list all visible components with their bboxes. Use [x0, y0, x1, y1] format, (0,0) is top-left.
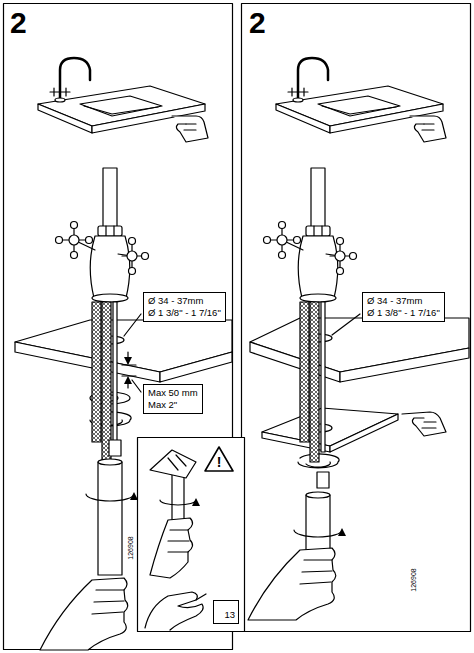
dimension-text: Ø 1 3/8" - 1 7/16": [148, 307, 221, 319]
countertop: [15, 342, 160, 382]
nut-and-wrench: [109, 440, 121, 456]
nut-and-wrench: [86, 494, 134, 501]
dimension-lines: [127, 352, 128, 363]
warning-inset: [138, 438, 245, 632]
dimension-lines: [124, 314, 141, 336]
warning-inset: [145, 592, 203, 630]
countertop: [340, 348, 469, 382]
nut-and-wrench: [98, 462, 122, 575]
dimension-text: !: [217, 455, 222, 470]
warning-inset: [196, 594, 206, 600]
article-number: 126908: [410, 568, 418, 591]
countertop: [250, 342, 340, 382]
warning-inset: [150, 450, 196, 478]
countertop: [250, 318, 469, 382]
warning-inset: [168, 530, 189, 552]
dimension-box: Ø 34 - 37mmØ 1 3/8" - 1 7/16": [143, 292, 226, 322]
hand: [248, 548, 336, 620]
faucet: [56, 168, 149, 462]
dimension-lines: [132, 380, 141, 392]
mounting-plate: [262, 408, 398, 452]
pointing-hand: [402, 412, 446, 436]
mounting-plate: [330, 414, 398, 452]
mounting-plate: [262, 432, 330, 452]
dimension-box: Max 50 mmMax 2": [143, 384, 203, 414]
faucet: [264, 168, 357, 462]
warning-inset: [138, 438, 245, 632]
dimension-text: Ø 1 3/8" - 1 7/16": [367, 307, 440, 319]
warning-inset: [168, 455, 186, 470]
dimension-text: Ø 34 - 37mm: [367, 295, 422, 307]
warning-inset: [150, 518, 193, 578]
nut-and-wrench: [294, 530, 342, 537]
hand: [40, 578, 128, 650]
dimension-text: Max 2": [148, 399, 177, 411]
pointing-hand: [422, 422, 436, 428]
dimension-lines: [332, 314, 360, 335]
countertop: [160, 352, 232, 382]
dimension-lines: [122, 365, 136, 376]
dimension-lines: [122, 314, 141, 392]
warning-triangle: !: [204, 446, 234, 472]
step-number: 2: [10, 6, 27, 39]
dimension-lines: [127, 378, 128, 388]
dimension-text: Max 50 mm: [148, 387, 198, 399]
sink-overview: [276, 58, 446, 142]
nut-and-wrench: [306, 492, 330, 498]
nut-and-wrench: [86, 440, 134, 575]
warning-triangle-outline: [205, 447, 233, 471]
dimension-text: 13: [224, 609, 235, 621]
sink-overview: [38, 58, 208, 142]
article-number: 126908: [127, 536, 135, 559]
nut-and-wrench: [317, 472, 329, 488]
step-number: 2: [249, 6, 266, 39]
dimension-text: Ø 34 - 37mm: [148, 295, 203, 307]
warning-inset: [160, 500, 196, 505]
nut-and-wrench: [98, 459, 122, 465]
pointing-hand: [402, 412, 446, 436]
countertop: [15, 320, 232, 382]
page-reference: 13: [213, 600, 239, 624]
dimension-box: Ø 34 - 37mmØ 1 3/8" - 1 7/16": [362, 292, 445, 322]
panel-frame: [242, 4, 471, 632]
dimension-lines: [332, 314, 360, 335]
